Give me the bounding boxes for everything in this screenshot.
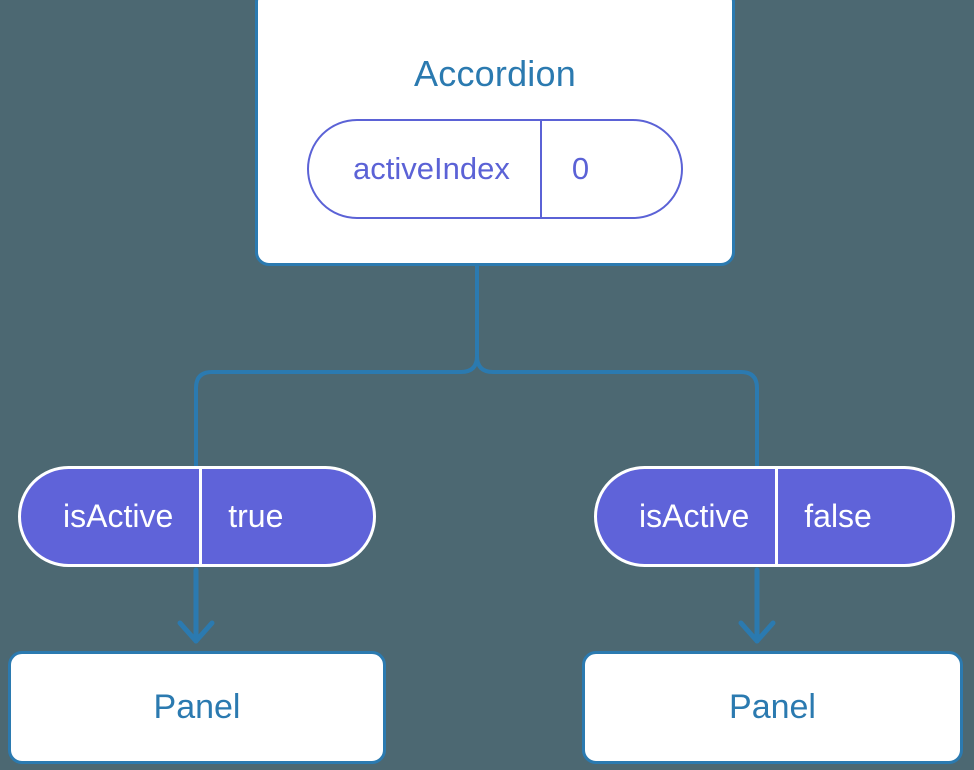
- panel-component-card-left[interactable]: Panel: [8, 651, 386, 764]
- panel-title: Panel: [729, 688, 816, 726]
- state-pill-active-index[interactable]: activeIndex 0: [307, 119, 683, 219]
- arrow-left-head-icon: [177, 620, 215, 644]
- prop-pill-is-active-false[interactable]: isActive false: [594, 466, 955, 567]
- prop-pill-is-active-true[interactable]: isActive true: [18, 466, 376, 567]
- accordion-title: Accordion: [414, 53, 576, 94]
- arrow-right-head-icon: [738, 620, 776, 644]
- connector-branch-right: [475, 354, 759, 468]
- prop-pill-key: isActive: [639, 498, 750, 534]
- prop-pill-value: false: [775, 469, 914, 564]
- panel-title: Panel: [153, 688, 241, 726]
- panel-component-card-right[interactable]: Panel: [582, 651, 963, 764]
- connector-branch-left: [194, 354, 479, 468]
- prop-pill-key: isActive: [63, 498, 174, 534]
- state-pill-value: 0: [539, 121, 633, 217]
- prop-pill-value: true: [199, 469, 325, 564]
- state-pill-key: activeIndex: [353, 151, 510, 186]
